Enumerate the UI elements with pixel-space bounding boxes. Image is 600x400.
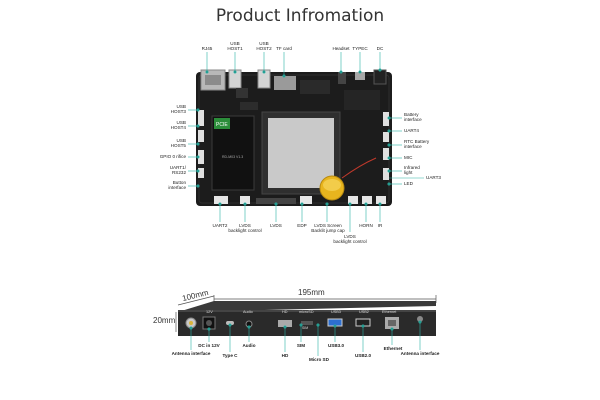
panel-label-sim: SIM [302, 326, 309, 330]
module-text: RD-M03 V1.3 [222, 155, 243, 159]
label-antenna-left: Antenna interface [171, 351, 211, 356]
label-lvds-jump-cap: LVDS Screen Backlit jump cap [311, 223, 345, 234]
label-sim: SIM [296, 343, 306, 348]
label-usb3: USB3.0 [327, 343, 345, 348]
label-micro-sd: Micro SD [309, 357, 329, 362]
label-lvds-backlight-1: LVDS backlight control [228, 223, 262, 234]
panel-label-ethernet: Ethernet [382, 310, 397, 314]
label-button-interface: Button interface [168, 180, 186, 191]
label-hd: HD [281, 353, 289, 358]
label-gpio: GPIO 0 rifice [159, 154, 186, 159]
height-dimension: 20mm [153, 316, 176, 325]
label-horn: HORN [359, 223, 373, 228]
label-lvds-backlight-2: LVDS backlight control [333, 234, 367, 245]
label-uart3: UART3 [426, 175, 441, 180]
label-infrared: Infrared light [404, 165, 420, 176]
label-uart1: UART1/ RS232 [169, 165, 186, 176]
panel-label-usb2: USB2 [359, 310, 369, 314]
page-title: Product Infromation [215, 6, 385, 26]
label-usb-host4: USB HOST4 [170, 120, 186, 131]
pcie-chip [214, 118, 230, 129]
label-usb2: USB2.0 [354, 353, 372, 358]
label-mic: MIC [404, 155, 413, 160]
panel-label-microsd: microSD [299, 310, 314, 314]
label-battery-interface: Battery interface [404, 112, 422, 123]
label-edp: EDP [297, 223, 307, 228]
label-antenna-right: Antenna interface [400, 351, 440, 356]
label-uart4: UART4 [404, 128, 419, 133]
label-usb-host3: USB HOST3 [170, 104, 186, 115]
typec-port [355, 72, 365, 80]
label-type-c: Type C [222, 353, 238, 358]
pcie-chip-text: PCIE [216, 122, 228, 128]
dc-jack [373, 69, 387, 85]
label-led: LED [404, 181, 413, 186]
panel-label-hd: HD [282, 310, 288, 314]
headset-jack [338, 72, 346, 84]
label-dc-in: DC in 12V [198, 343, 220, 348]
width-dimension: 195mm [298, 288, 325, 297]
label-tf-card: TF card [276, 46, 292, 51]
pcie-module [211, 115, 255, 191]
label-ethernet: Ethernet [383, 346, 403, 351]
label-typec: TYPEC [352, 46, 368, 51]
label-usb-host1: USB HOST1 [227, 41, 243, 52]
label-uart2: UART2 [212, 223, 228, 228]
label-audio: Audio [242, 343, 256, 348]
label-ir: IR [377, 223, 383, 228]
panel-label-usb3: USB3 [331, 310, 341, 314]
label-usb-host2: USB HOST2 [256, 41, 272, 52]
label-rj45: RJ45 [201, 46, 213, 51]
label-usb-host5: USB HOST5 [170, 138, 186, 149]
panel-label-12v: 12V [206, 310, 213, 314]
label-rtc-battery: RTC Battery interface [404, 139, 430, 150]
panel-label-audio: Audio [243, 310, 253, 314]
label-headset: Headset [332, 46, 350, 51]
tf-card-slot [274, 76, 296, 90]
label-dc: DC [376, 46, 384, 51]
label-lvds: LVDS [270, 223, 282, 228]
